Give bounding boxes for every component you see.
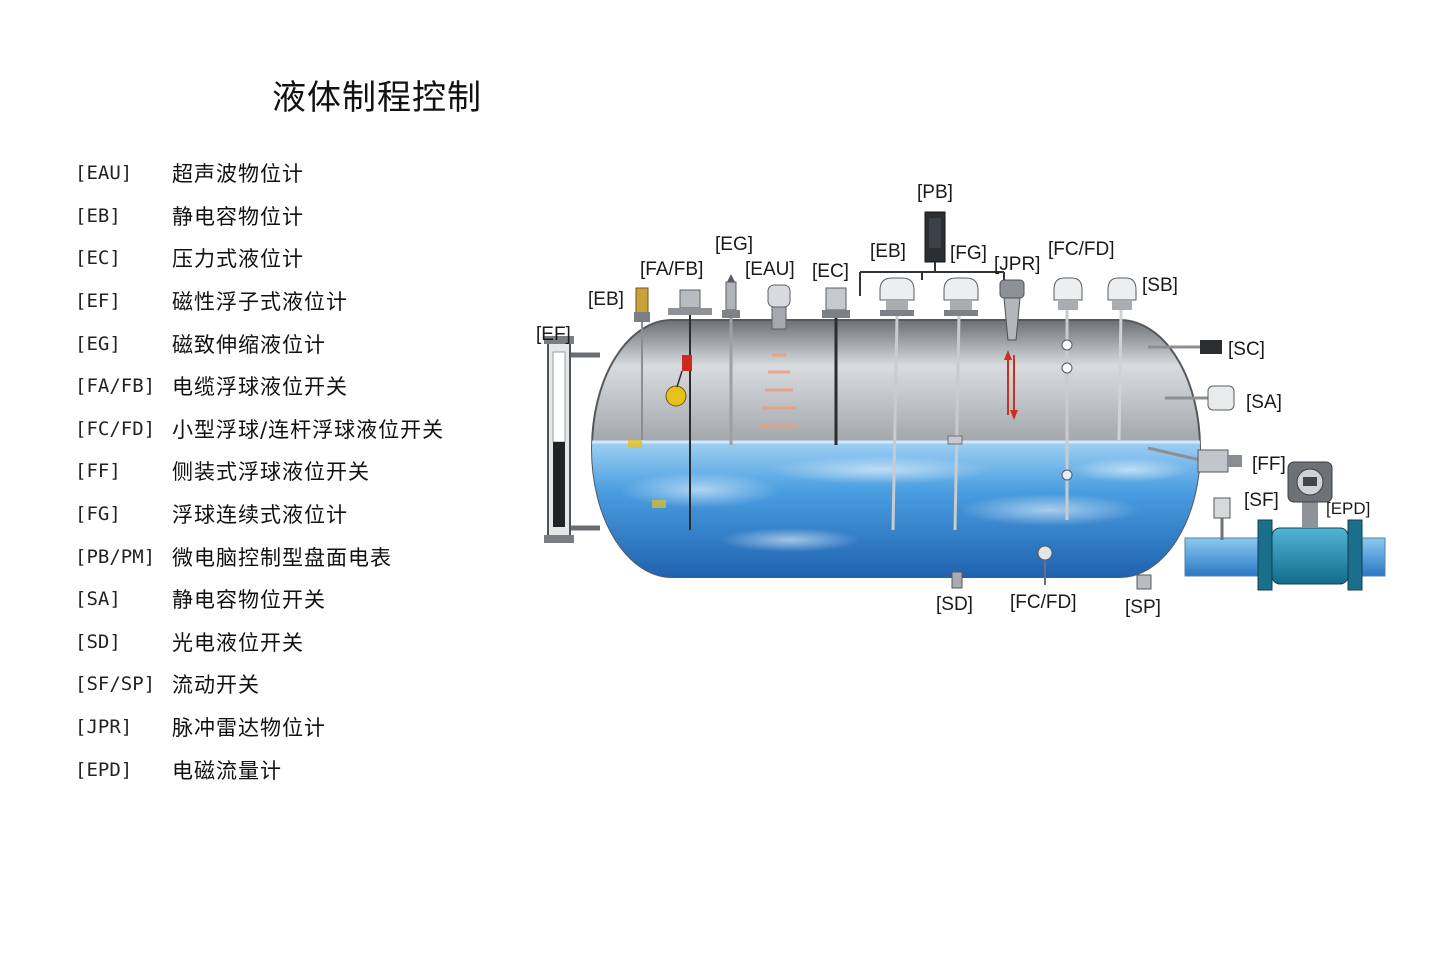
legend-item: [EB] 静电容物位计 [75, 195, 444, 238]
legend-code: [JPR] [75, 716, 133, 739]
label-sa: [SA] [1246, 392, 1282, 413]
legend-code: [EAU] [75, 162, 133, 185]
legend-desc: 电缆浮球液位开关 [172, 375, 348, 400]
legend-desc: 压力式液位计 [172, 247, 304, 272]
legend-item: [FC/FD] 小型浮球/连杆浮球液位开关 [75, 408, 444, 451]
label-sb: [SB] [1142, 275, 1178, 296]
ultrasonic-level-meter [760, 284, 798, 428]
legend-code: [FF] [75, 460, 121, 483]
label-eg: [EG] [715, 234, 753, 255]
legend-item: [PB/PM] 微电脑控制型盘面电表 [75, 535, 444, 578]
linkage-float-switch-top [1053, 277, 1083, 520]
legend-desc: 脉冲雷达物位计 [172, 716, 326, 741]
legend-code: [EC] [75, 247, 121, 270]
legend-code: [FA/FB] [75, 375, 156, 398]
legend-code: [SD] [75, 630, 121, 653]
flow-switch-sf [1213, 497, 1231, 540]
legend-desc: 磁性浮子式液位计 [172, 290, 348, 315]
float-continuous-level-gauge [943, 277, 979, 531]
label-sf: [SF] [1244, 490, 1279, 511]
level-switch-side-sc [1148, 340, 1222, 354]
magnetostrictive-level-gauge [722, 274, 740, 445]
legend-item: [EPD] 电磁流量计 [75, 748, 444, 791]
label-fcfd-top: [FC/FD] [1048, 239, 1115, 260]
panel-meter [859, 211, 1005, 296]
legend-item: [EC] 压力式液位计 [75, 237, 444, 280]
legend-item: [FG] 浮球连续式液位计 [75, 493, 444, 536]
label-jpr: [JPR] [994, 254, 1040, 275]
label-fafb: [FA/FB] [640, 259, 703, 280]
pulse-radar-level-meter [999, 279, 1025, 420]
label-fcfd-bottom: [FC/FD] [1010, 592, 1077, 613]
tank-body [591, 319, 1201, 578]
legend-desc: 磁致伸缩液位计 [172, 332, 326, 357]
legend-item: [FF] 侧装式浮球液位开关 [75, 450, 444, 493]
linkage-float-switch-bottom [1037, 545, 1053, 585]
legend-item: [JPR] 脉冲雷达物位计 [75, 706, 444, 749]
capacitance-probe-left [634, 287, 650, 440]
legend-code: [SF/SP] [75, 673, 156, 696]
magnetic-level-gauge [544, 336, 600, 543]
legend-code: [FG] [75, 503, 121, 526]
legend-code: [PB/PM] [75, 545, 156, 568]
label-eb-top: [EB] [870, 241, 906, 262]
legend-item: [FA/FB] 电缆浮球液位开关 [75, 365, 444, 408]
legend-desc: 浮球连续式液位计 [172, 503, 348, 528]
cable-float-switch [628, 289, 712, 530]
page-title: 液体制程控制 [272, 78, 482, 118]
legend-code: [FC/FD] [75, 417, 156, 440]
legend-desc: 侧装式浮球液位开关 [172, 460, 370, 485]
legend-desc: 小型浮球/连杆浮球液位开关 [172, 417, 445, 442]
label-fg: [FG] [950, 243, 987, 264]
photoelectric-level-switch [951, 571, 963, 589]
capacitance-level-switch-side [1165, 385, 1235, 411]
legend-item: [EG] 磁致伸缩液位计 [75, 322, 444, 365]
legend-code: [SA] [75, 588, 121, 611]
legend-code: [EB] [75, 204, 121, 227]
legend-code: [EPD] [75, 758, 133, 781]
label-ff: [FF] [1252, 454, 1286, 475]
legend-desc: 微电脑控制型盘面电表 [172, 545, 392, 570]
legend-item: [SD] 光电液位开关 [75, 621, 444, 664]
legend-desc: 静电容物位计 [172, 204, 304, 229]
legend-code: [EF] [75, 290, 121, 313]
capacitance-level-meter-top [879, 277, 915, 531]
capacitance-level-switch-top [1107, 277, 1137, 441]
legend-code: [EG] [75, 332, 121, 355]
legend-desc: 超声波物位计 [172, 162, 304, 187]
legend-item: [EAU] 超声波物位计 [75, 152, 444, 195]
pressure-level-gauge [822, 287, 850, 445]
legend-desc: 电磁流量计 [172, 758, 282, 783]
legend-desc: 光电液位开关 [172, 630, 304, 655]
label-epd: [EPD] [1326, 499, 1370, 518]
flow-switch-sp [1136, 574, 1152, 590]
legend-item: [SA] 静电容物位开关 [75, 578, 444, 621]
label-sd: [SD] [936, 594, 973, 615]
label-sp: [SP] [1125, 597, 1161, 618]
legend-item: [SF/SP] 流动开关 [75, 663, 444, 706]
legend-item: [EF] 磁性浮子式液位计 [75, 280, 444, 323]
label-ef: [EF] [536, 324, 571, 345]
label-eb-left: [EB] [588, 289, 624, 310]
label-pb: [PB] [917, 182, 953, 203]
label-ec: [EC] [812, 261, 849, 282]
label-eau: [EAU] [745, 259, 795, 280]
legend-list: [EAU] 超声波物位计 [EB] 静电容物位计 [EC] 压力式液位计 [EF] 磁性… [75, 152, 444, 791]
label-sc: [SC] [1228, 339, 1265, 360]
legend-desc: 流动开关 [172, 673, 260, 698]
electromagnetic-flowmeter [1257, 461, 1363, 591]
legend-desc: 静电容物位开关 [172, 588, 326, 613]
side-mounted-float-switch [1147, 446, 1242, 473]
